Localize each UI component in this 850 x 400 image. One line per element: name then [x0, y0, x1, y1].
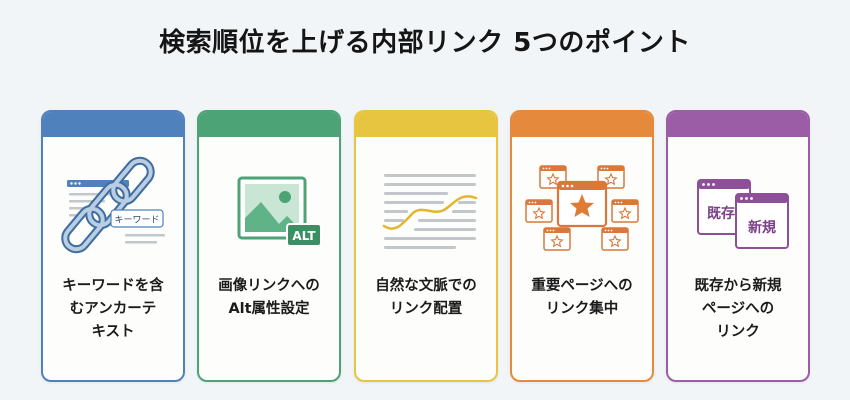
card-image-alt: ALT 画像リンクへの Alt属性設定 — [197, 110, 341, 382]
card-important-page: 重要ページへの リンク集中 — [510, 110, 654, 382]
card-label: 重要ページへの リンク集中 — [531, 278, 633, 317]
page-title: 検索順位を上げる内部リンク 5つのポイント — [159, 28, 691, 58]
existing-new-pages-icon: 既存 新規 — [668, 152, 808, 257]
card-label: 既存から新規 ページへの リンク — [694, 278, 782, 340]
card-header — [43, 112, 183, 137]
card-label: キーワードを含 むアンカーテ キスト — [62, 278, 164, 340]
keyword-tag: キーワード — [114, 216, 159, 226]
star-page-network-icon — [512, 152, 652, 257]
card-header — [668, 112, 808, 137]
image-alt-icon: ALT — [199, 152, 339, 257]
existing-label: 既存 — [707, 205, 735, 222]
card-header — [356, 112, 496, 137]
new-label: 新規 — [748, 219, 776, 236]
card-label: 自然な文脈での リンク配置 — [375, 278, 477, 317]
card-header — [512, 112, 652, 137]
alt-badge: ALT — [292, 229, 316, 243]
chain-link-icon: キーワード — [43, 152, 183, 257]
card-header — [199, 112, 339, 137]
card-old-to-new: 既存 新規 既存から新規 ページへの リンク — [666, 110, 810, 382]
card-natural-context: 自然な文脈での リンク配置 — [354, 110, 498, 382]
text-wave-link-icon — [356, 152, 496, 257]
card-label: 画像リンクへの Alt属性設定 — [218, 278, 320, 317]
card-keyword-anchor: キーワード キーワードを含 むアンカーテ キスト — [41, 110, 185, 382]
